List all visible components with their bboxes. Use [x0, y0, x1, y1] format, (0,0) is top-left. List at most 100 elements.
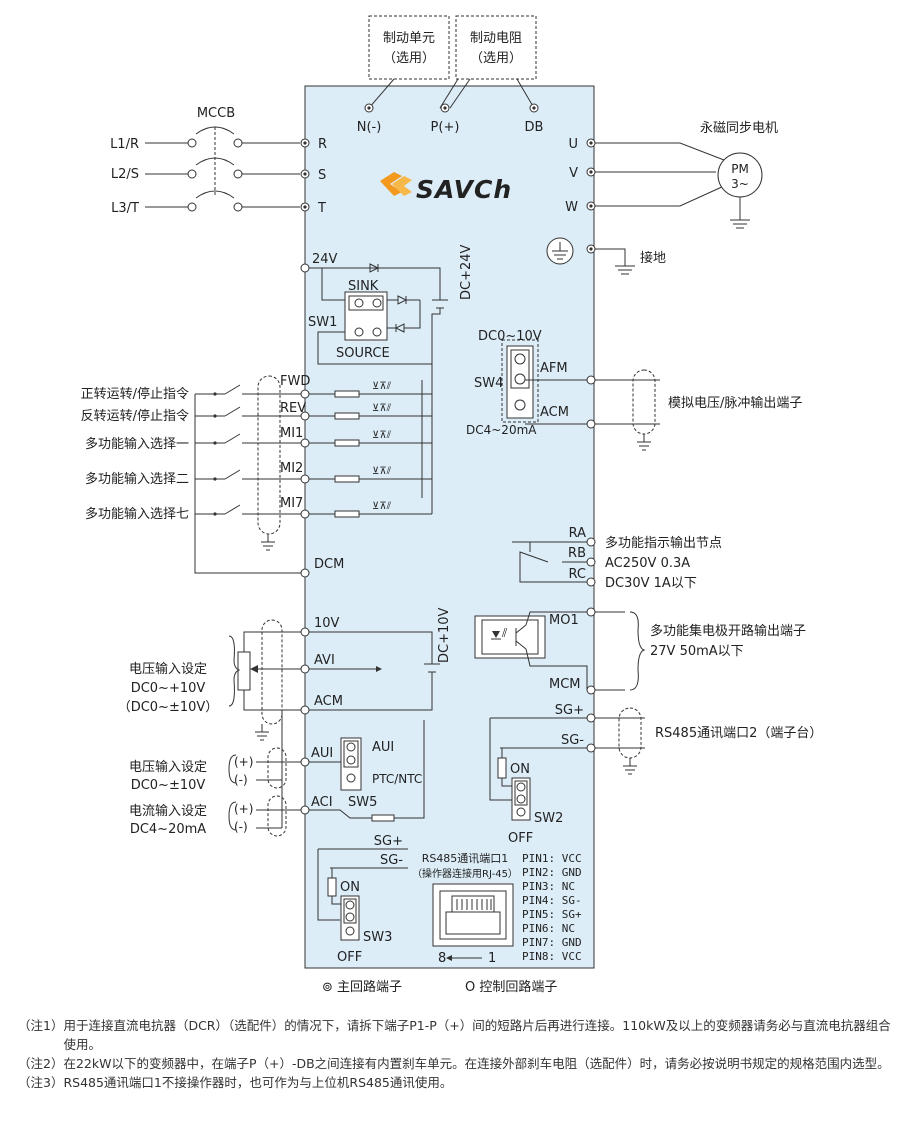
pin-7: PIN7: GND	[522, 936, 582, 949]
sw3-off-label: OFF	[337, 950, 362, 965]
source-label: SOURCE	[336, 346, 390, 361]
afm-ma-range: DC4~20mA	[466, 423, 537, 437]
main-terminal-w	[586, 201, 596, 211]
pin-3: PIN3: NC	[522, 880, 575, 893]
v2-range: DC0~±10V	[131, 778, 206, 793]
main-terminal-v	[586, 167, 596, 177]
terminal-label-aci: ACI	[311, 795, 333, 810]
terminal-label-db: DB	[525, 120, 544, 135]
note-2: （注2） 在22kW以下的变频器中，在端子P（+）-DB之间连接有内置刹车单元。…	[18, 1054, 898, 1073]
terminal-label-p: P(+)	[431, 120, 460, 135]
pin-8: PIN8: VCC	[522, 950, 582, 963]
pin-range-start: 8	[438, 951, 446, 966]
sw2-label: SW2	[534, 811, 563, 826]
main-terminal-p	[440, 103, 450, 113]
input-desc-fwd: 正转运转/停止指令	[81, 386, 189, 402]
main-terminal-n	[364, 103, 374, 113]
rs485-port1: SG+ SG- ON SW3 OFF RS485通讯端口1 （操作器连接用RJ-…	[317, 834, 582, 966]
ptc-label: PTC/NTC	[372, 772, 422, 786]
relay-desc: 多功能指示输出节点	[605, 535, 722, 551]
note-3-text: RS485通讯端口1不接操作器时，也可作为与上位机RS485通讯使用。	[63, 1075, 453, 1090]
v2-minus: (-)	[234, 773, 248, 787]
main-terminal-t	[300, 202, 310, 212]
input-desc-mi2: 多功能输入选择二	[85, 471, 189, 487]
pin-6: PIN6: NC	[522, 922, 575, 935]
motor-phase: 3~	[731, 177, 749, 191]
phase-label-r: L1/R	[110, 137, 139, 152]
main-terminal-ground	[586, 244, 596, 254]
terminal-label-avi: AVI	[314, 653, 335, 668]
note-2-tag: （注2）	[18, 1056, 64, 1071]
v2-desc: 电压输入设定	[129, 759, 207, 775]
aui-sw-label: AUI	[372, 740, 394, 755]
potentiometer	[237, 651, 251, 691]
terminal-label-fwd: FWD	[280, 374, 310, 389]
svg-text:⊻⊼⫽: ⊻⊼⫽	[372, 466, 392, 477]
sw5-label: SW5	[348, 795, 377, 810]
phase-label-s: L2/S	[111, 167, 139, 182]
ground-label: 接地	[640, 250, 666, 266]
terminal-label-s: S	[318, 168, 326, 183]
dc24-label: DC+24V	[459, 244, 474, 300]
v1-desc: 电压输入设定	[129, 661, 207, 677]
braking-unit-label: 制动单元	[383, 31, 435, 46]
notes: （注1） 用于连接直流电抗器（DCR）（选配件）的情况下，请拆下端子P1-P（+…	[18, 1016, 898, 1092]
terminal-label-mi1: MI1	[280, 426, 303, 441]
terminal-label-rev: REV	[280, 401, 306, 416]
terminal-label-sg-plus-2: SG+	[555, 703, 584, 718]
dc24-supply: 24V DC+24V SINK SW1 SOURCE	[300, 244, 474, 498]
terminal-label-24v: 24V	[312, 252, 338, 267]
legend-control-terminal: O 控制回路端子	[465, 979, 557, 995]
main-terminal-r	[300, 138, 310, 148]
terminal-label-w: W	[565, 200, 578, 215]
braking-resistor-label: 制动电阻	[470, 31, 522, 46]
note-1-tag: （注1）	[18, 1018, 64, 1033]
wiring-diagram: 制动单元 （选用） 制动电阻 （选用） N(-) P(+) DB MCCB L1…	[81, 15, 822, 995]
note-1: （注1） 用于连接直流电抗器（DCR）（选配件）的情况下，请拆下端子P1-P（+…	[18, 1016, 898, 1054]
svg-text:⊻⊼⫽: ⊻⊼⫽	[372, 501, 392, 512]
rs485-2-desc: RS485通讯端口2（端子台）	[655, 726, 822, 741]
terminal-label-rc: RC	[569, 567, 586, 582]
svg-text:⊻⊼⫽: ⊻⊼⫽	[372, 430, 392, 441]
terminal-label-mi2: MI2	[280, 461, 303, 476]
pin-1: PIN1: VCC	[522, 852, 582, 865]
pin-2: PIN2: GND	[522, 866, 582, 879]
terminal-label-v: V	[569, 166, 578, 181]
open-collector-output: ⫽ MO1 MCM 多功能集电极开路输出端子 27V 50mA以下	[474, 607, 806, 695]
note-2-text: 在22kW以下的变频器中，在端子P（+）-DB之间连接有内置刹车单元。在连接外部…	[63, 1056, 890, 1071]
sw2-on-label: ON	[510, 762, 530, 777]
mo-rating: 27V 50mA以下	[650, 644, 744, 659]
sw1-label: SW1	[308, 315, 337, 330]
i-desc: 电流输入设定	[129, 803, 207, 819]
mccb-input: MCCB L1/R L2/S L3/T R S T	[110, 106, 327, 216]
dc10-label: DC+10V	[437, 607, 452, 663]
svg-text:⊻⊼⫽: ⊻⊼⫽	[372, 403, 392, 414]
braking-unit-optional: （选用）	[383, 51, 435, 66]
i-range: DC4~20mA	[130, 822, 206, 837]
v1-range-alt: （DC0~±10V）	[118, 700, 219, 715]
rs485-1-title: RS485通讯端口1	[422, 852, 509, 865]
terminal-label-afm: AFM	[540, 361, 568, 376]
main-terminal-u	[586, 138, 596, 148]
rs485-port2: SG+ SG- RS485通讯端口2（端子台） ON SW2 OFF	[489, 703, 822, 846]
ground-icon	[546, 237, 574, 265]
mo-desc: 多功能集电极开路输出端子	[650, 623, 806, 639]
note-1-text: 用于连接直流电抗器（DCR）（选配件）的情况下，请拆下端子P1-P（+）间的短路…	[63, 1018, 891, 1052]
rs485-1-subtitle: （操作器连接用RJ-45）	[412, 867, 518, 880]
relay-rating-ac: AC250V 0.3A	[605, 556, 690, 571]
pin-5: PIN5: SG+	[522, 908, 582, 921]
sink-label: SINK	[348, 279, 379, 294]
relay-output: RA RB RC 多功能指示输出节点 AC250V 0.3A DC30V 1A以…	[512, 526, 722, 591]
i-plus: (+)	[234, 802, 253, 816]
terminal-label-u: U	[568, 137, 578, 152]
sw3-label: SW3	[363, 930, 392, 945]
terminal-label-aui: AUI	[311, 746, 333, 761]
terminal-label-n: N(-)	[357, 120, 382, 135]
terminal-label-r: R	[318, 137, 327, 152]
inverter-panel	[304, 85, 595, 969]
pin-4: PIN4: SG-	[522, 894, 582, 907]
analog-output: DC0~10V DC4~20mA SW4 AFM ACM 模拟电压/脉冲输出端子	[466, 329, 802, 451]
note-3-tag: （注3）	[18, 1075, 64, 1090]
legend-main-terminal: ⊚ 主回路端子	[322, 979, 402, 995]
terminal-label-sg-minus-1: SG-	[380, 853, 403, 868]
